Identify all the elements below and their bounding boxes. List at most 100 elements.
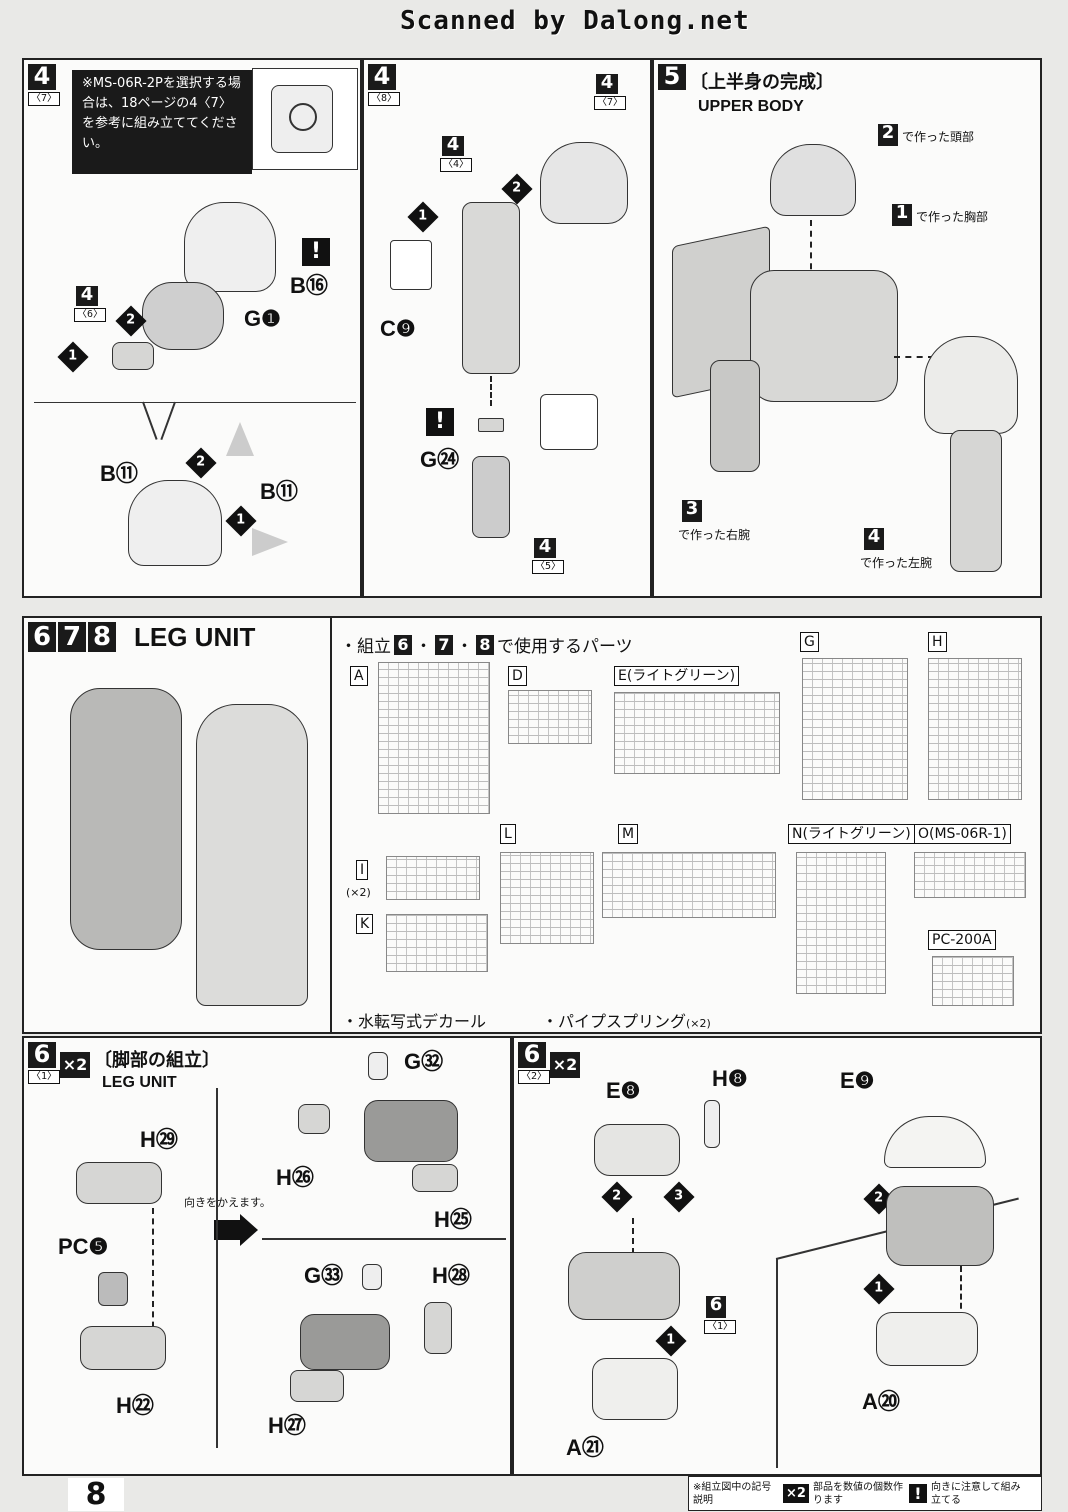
part-e8 xyxy=(594,1124,680,1176)
ref-substep: 〈1〉 xyxy=(704,1320,737,1334)
callout-right-arm: で作った右腕 xyxy=(678,528,751,542)
step-substep: 〈2〉 xyxy=(518,1070,551,1084)
part-label-g1: G❶ xyxy=(244,306,281,331)
spring-note: ・パイプスプリング(×2) xyxy=(542,1008,711,1032)
num-6: 6 xyxy=(28,622,56,652)
leg-unit-divider xyxy=(330,618,332,1032)
step-marker-2: 2 xyxy=(501,173,533,205)
step-number: 6 xyxy=(28,1042,56,1068)
ref-number-a: 4 xyxy=(442,136,464,156)
divider xyxy=(34,402,356,403)
part-label-g32: G㉜ xyxy=(404,1049,444,1074)
part-leg-upper xyxy=(886,1186,994,1266)
part-h26-joint xyxy=(298,1104,330,1134)
step-subtitle: UPPER BODY xyxy=(698,98,804,115)
step-marker-2b: 2 xyxy=(185,447,217,479)
heading-num-8: 8 xyxy=(476,634,494,655)
sheet-k xyxy=(386,914,488,972)
part-h22 xyxy=(80,1326,166,1370)
step-title: 〔脚部の組立〕 xyxy=(94,1050,220,1071)
sheet-h xyxy=(928,658,1022,800)
inset-detail xyxy=(540,394,598,450)
part-label-h29: H㉙ xyxy=(140,1127,178,1152)
part-label-a20: A⑳ xyxy=(862,1389,900,1414)
ref-number-c: 4 xyxy=(534,538,556,558)
panel-leg-unit: 6 7 8 LEG UNIT ・組立 6・ 7・ 8 で使用するパーツ A D … xyxy=(22,616,1042,1034)
part-e9 xyxy=(884,1116,986,1168)
parts-heading-pre: ・組立 xyxy=(340,637,391,657)
step-marker-1b: 1 xyxy=(863,1273,895,1305)
spike-right xyxy=(252,528,288,556)
part-h8 xyxy=(704,1100,720,1148)
legend-warn-symbol: ! xyxy=(908,1484,927,1503)
sheet-label-o: O(MS-06R-1) xyxy=(914,824,1011,844)
panel-step6-1: 6 〈1〉 ×2 〔脚部の組立〕 LEG UNIT H㉙ PC❺ H㉒ 向きをか… xyxy=(22,1036,512,1476)
inset-box xyxy=(252,68,358,170)
part-label-h26: H㉖ xyxy=(276,1165,314,1190)
part-leg-assembly xyxy=(568,1252,680,1320)
spring-note-text: ・パイプスプリング xyxy=(542,1012,687,1031)
sheet-a xyxy=(378,662,490,814)
part-label-a21: A㉑ xyxy=(566,1435,604,1460)
x2-badge: ×2 xyxy=(550,1052,580,1078)
ref-number: 6 xyxy=(706,1296,726,1318)
sheet-l xyxy=(500,852,594,944)
small-joint xyxy=(112,342,154,370)
turn-note: 向きをかえます。 xyxy=(184,1196,271,1209)
heading-num-6: 6 xyxy=(394,634,412,655)
legend-x2-text: 部品を数値の個数作ります xyxy=(812,1481,903,1506)
part-label-c9: C❾ xyxy=(380,316,416,341)
step-marker-1: 1 xyxy=(57,341,89,373)
sheet-label-e: E(ライトグリーン) xyxy=(614,666,740,686)
sheet-label-m: M xyxy=(618,824,639,844)
sheet-g xyxy=(802,658,908,800)
step-substep: 〈1〉 xyxy=(28,1070,61,1084)
part-label-h25: H㉕ xyxy=(434,1207,472,1232)
step-subtitle: LEG UNIT xyxy=(102,1074,177,1091)
step-number: 4 xyxy=(368,64,396,90)
note-box: ※MS-06R-2Pを選択する場合は、18ページの4〈7〉を参考に組み立ててくだ… xyxy=(72,70,252,174)
leg-unit-numbers: 6 7 8 xyxy=(28,622,116,652)
shoulder-shell xyxy=(184,202,276,292)
sheet-label-h: H xyxy=(928,632,947,652)
ref-substep-c: 〈5〉 xyxy=(532,560,565,574)
step-number: 5 xyxy=(658,64,686,90)
part-label-h8: H❽ xyxy=(712,1066,748,1091)
chest-part xyxy=(750,270,898,402)
sheet-label-a: A xyxy=(350,666,368,686)
part-a20 xyxy=(876,1312,978,1366)
part-h29 xyxy=(76,1162,162,1204)
callout-num-head: 2 xyxy=(878,124,898,146)
part-label-b16: B⑯ xyxy=(290,273,328,298)
panel-step6-2: 6 〈2〉 ×2 E❽ H❽ 2 3 6 〈1〉 1 A㉑ E❾ 2 1 A⑳ xyxy=(512,1036,1042,1476)
ref-number-b: 4 xyxy=(596,74,618,94)
callout-head: で作った頭部 xyxy=(902,130,975,144)
part-label-e9: E❾ xyxy=(840,1068,875,1093)
sheet-label-l: L xyxy=(500,824,516,844)
part-a21 xyxy=(592,1358,678,1420)
heading-num-7: 7 xyxy=(435,634,453,655)
decal-note: ・水転写式デカール xyxy=(342,1012,487,1031)
head-part xyxy=(770,144,856,216)
panel-step4-8: 4 〈8〉 4 〈4〉 4 〈7〉 2 1 C❾ ! G㉔ 4 〈5〉 xyxy=(362,58,652,598)
sheet-n xyxy=(796,852,886,994)
callout-num-left-arm: 4 xyxy=(864,528,884,550)
panel-step5: 5 〔上半身の完成〕 UPPER BODY 2 で作った頭部 1 で作った胸部 … xyxy=(652,58,1042,598)
ref-number: 4 xyxy=(76,286,98,306)
callout-num-right-arm: 3 xyxy=(682,500,702,522)
shoulder-assembly xyxy=(540,142,628,224)
ref-substep: 〈6〉 xyxy=(74,308,107,322)
step-number: 4 xyxy=(28,64,56,90)
spike-top xyxy=(226,422,254,456)
part-label-b11-left: B⑪ xyxy=(100,461,138,486)
legend-warn-text: 向きに注意して組み立てる xyxy=(930,1481,1021,1506)
legend-box: ※組立図中の記号説明 ×2 部品を数値の個数作ります ! 向きに注意して組み立て… xyxy=(688,1476,1042,1511)
part-block-lower xyxy=(300,1314,390,1370)
leg-unit-title: LEG UNIT xyxy=(134,622,256,652)
sheet-i xyxy=(386,856,480,900)
turn-arrow xyxy=(214,1220,240,1240)
part-label-b11-right: B⑪ xyxy=(260,479,298,504)
panel-divider xyxy=(776,1258,778,1468)
step-marker-1: 1 xyxy=(655,1325,687,1357)
left-arm-part xyxy=(950,430,1002,572)
